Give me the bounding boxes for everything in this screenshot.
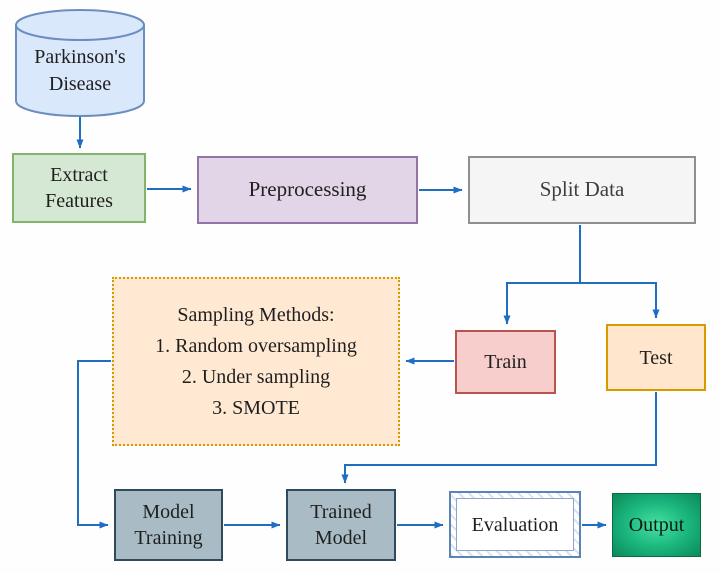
database-node: Parkinson's Disease	[14, 8, 146, 118]
trained-model-node: Trained Model	[286, 489, 396, 561]
train-node: Train	[455, 330, 556, 394]
extract-features-node: Extract Features	[12, 153, 146, 223]
split-data-node: Split Data	[468, 156, 696, 224]
sampling-methods-node: Sampling Methods: 1. Random oversampling…	[112, 277, 400, 446]
model-training-node: Model Training	[114, 489, 223, 561]
database-label: Parkinson's Disease	[34, 46, 126, 95]
output-node: Output	[612, 493, 701, 557]
connector-split-to-train	[503, 225, 581, 325]
test-node: Test	[606, 324, 706, 391]
cylinder-shape	[15, 9, 145, 117]
evaluation-label: Evaluation	[456, 498, 574, 551]
connector-split-to-test	[580, 282, 660, 319]
evaluation-node: Evaluation	[449, 491, 581, 558]
preprocessing-node: Preprocessing	[197, 156, 418, 224]
connector-sampling-to-model-training	[77, 360, 111, 529]
cylinder-body	[15, 9, 145, 117]
cylinder-top-rim	[15, 24, 145, 41]
